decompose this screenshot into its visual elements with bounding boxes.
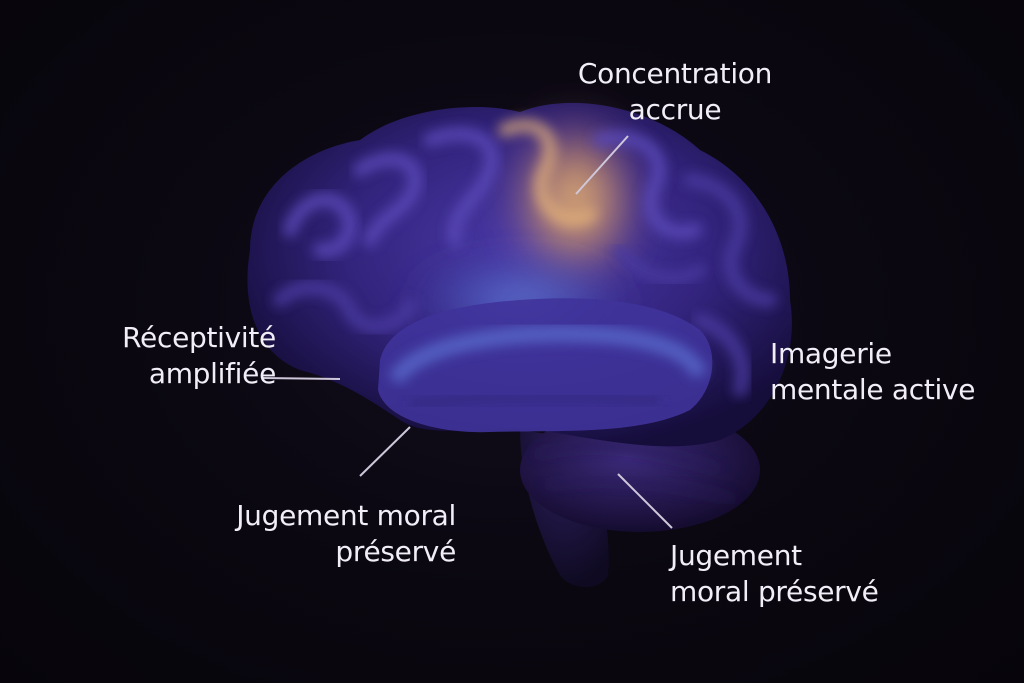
label-imagerie-line2: mentale active (770, 373, 976, 406)
label-concentration: Concentration accrue (540, 56, 810, 128)
label-imagerie-line1: Imagerie (770, 337, 892, 370)
label-jugement-left: Jugement moral préservé (180, 498, 456, 570)
label-concentration-line2: accrue (628, 93, 722, 126)
leader-line-receptivite (261, 377, 341, 380)
label-receptivite: Réceptivité amplifiée (44, 320, 276, 392)
leader-line-jugement-right (617, 473, 673, 529)
label-receptivite-line2: amplifiée (148, 357, 276, 390)
label-jugement-left-line1: Jugement moral (236, 499, 456, 532)
label-receptivite-line1: Réceptivité (122, 321, 276, 354)
label-concentration-line1: Concentration (577, 57, 773, 90)
label-jugement-right-line1: Jugement (670, 539, 802, 572)
leader-line-concentration (575, 135, 629, 195)
brain-folds (273, 118, 777, 397)
label-jugement-right: Jugement moral préservé (670, 538, 920, 610)
leader-line-jugement-left (359, 426, 411, 477)
label-imagerie: Imagerie mentale active (770, 336, 1010, 408)
label-jugement-left-line2: préservé (335, 535, 456, 568)
label-jugement-right-line2: moral préservé (670, 575, 879, 608)
